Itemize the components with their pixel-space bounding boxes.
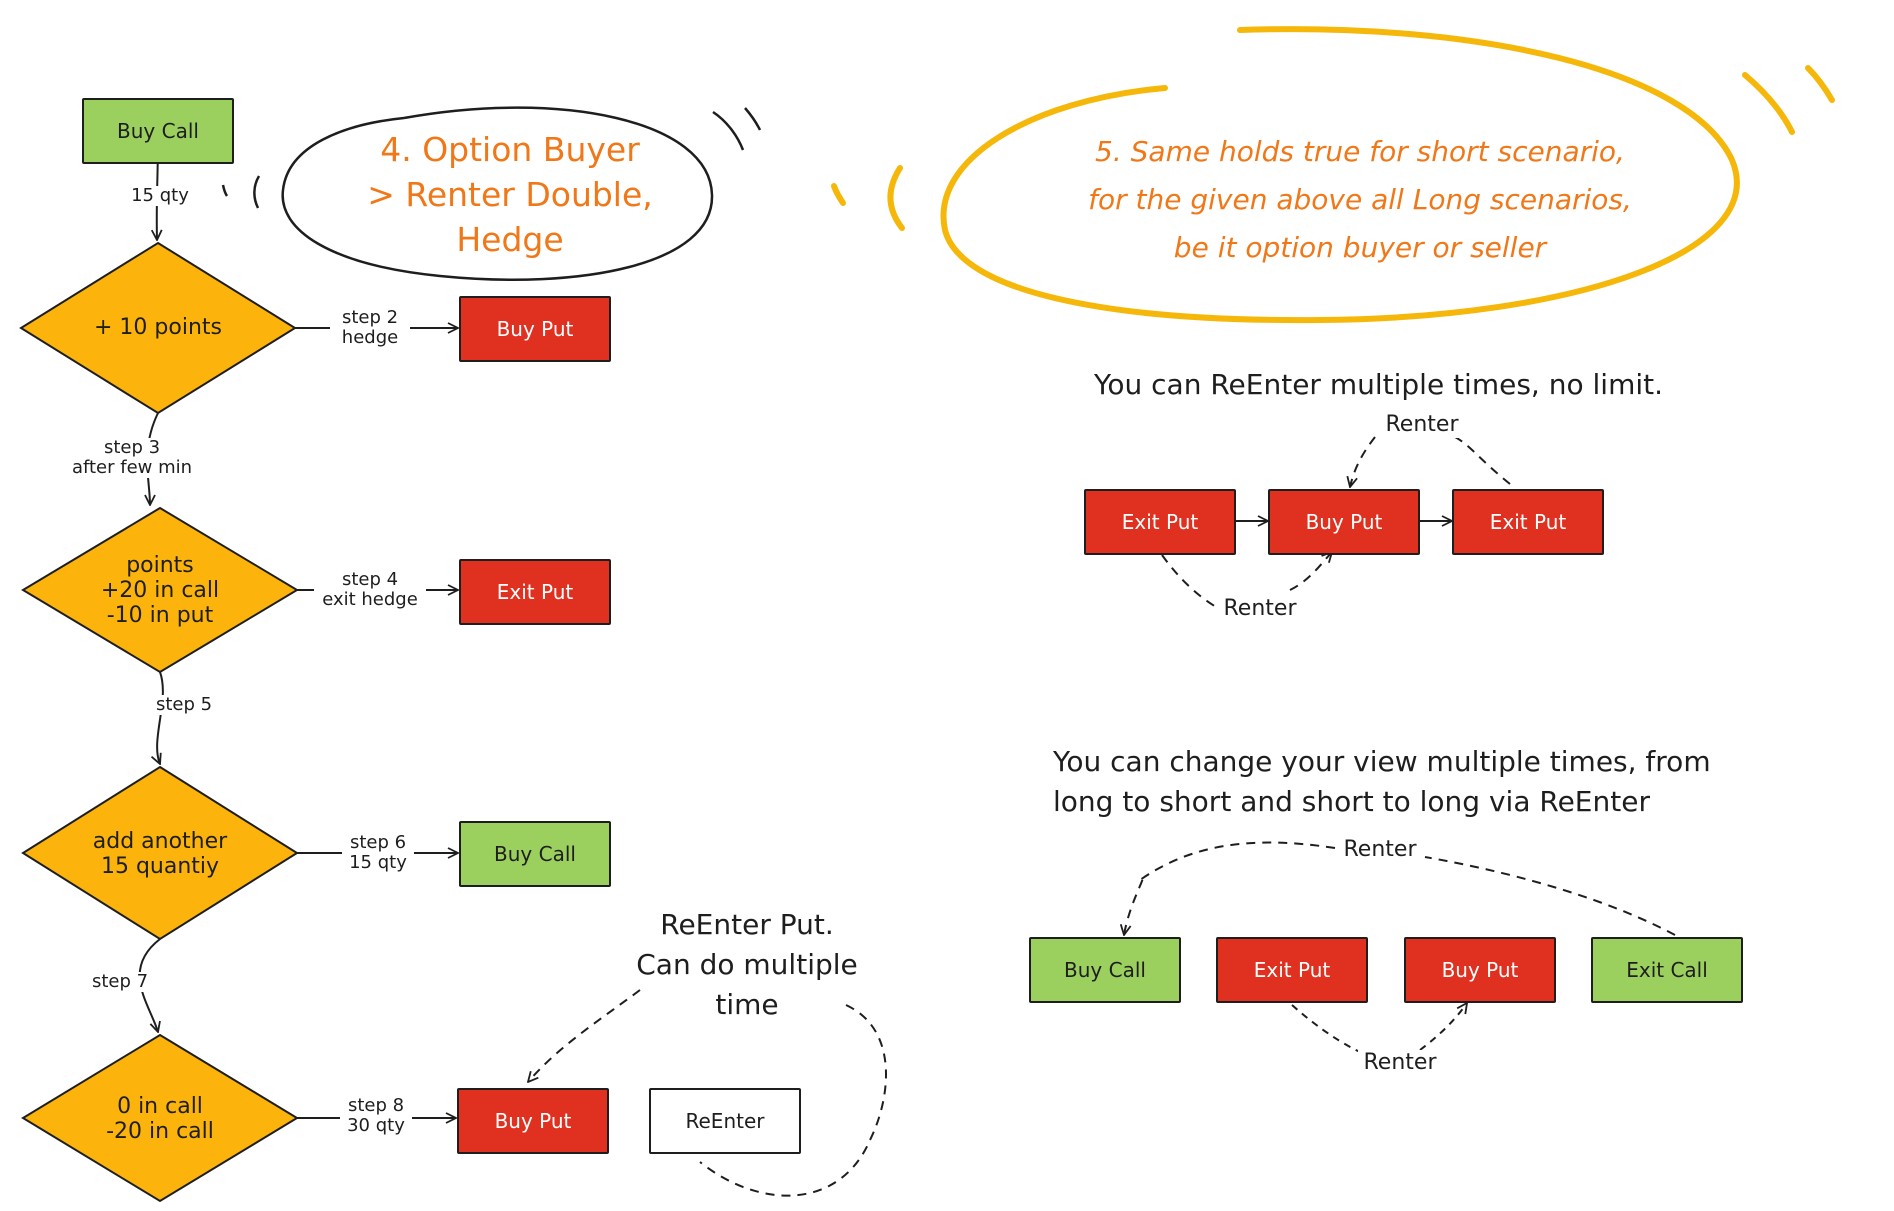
reenter-exit-put-box-2: Exit Put [1452,489,1604,555]
action-buy-call-box: Buy Call [459,821,611,887]
note4-accent-3 [221,184,229,197]
arrow-d2-to-d3 [157,671,164,764]
view-bottom-dashed [1291,1003,1467,1053]
step-3-label: step 3 after few min [64,438,200,478]
decision-diamond-4 [21,1033,299,1203]
view-buy-call-box: Buy Call [1029,937,1181,1003]
reenter-bottom-dashed [1161,552,1332,609]
start-buy-call-box: Buy Call [82,98,234,164]
view-section-title: You can change your view multiple times,… [1053,745,1711,818]
reenter-dashed-curve-to-buyput [528,989,641,1082]
view-exit-put-box: Exit Put [1216,937,1368,1003]
note-4-option-buyer: 4. Option Buyer > Renter Double, Hedge [367,130,653,259]
action-buy-put-final-box: Buy Put [457,1088,609,1154]
step-6-label: step 6 15 qty [342,833,414,873]
reenter-top-label: Renter [1380,412,1464,438]
note5-ellipse [940,26,1740,324]
note4-accent-2 [744,107,762,131]
step-4-label: step 4 exit hedge [314,570,426,610]
decision-1-text: + 10 points [94,315,222,340]
note4-accent-1 [712,110,745,151]
note5-accent-2 [1805,65,1835,103]
view-exit-call-box: Exit Call [1591,937,1743,1003]
view-top-label: Renter [1336,837,1424,863]
note5-accent-1 [1742,72,1795,135]
step-8-label: step 8 30 qty [340,1096,412,1136]
reenter-box: ReEnter [649,1088,801,1154]
note-5-short-scenario: 5. Same holds true for short scenario, f… [1088,135,1632,264]
step-2-label: step 2 hedge [330,308,410,348]
reenter-exit-put-box-1: Exit Put [1084,489,1236,555]
view-buy-put-box: Buy Put [1404,937,1556,1003]
decision-4-text: 0 in call -20 in call [106,1094,214,1144]
reenter-top-dashed [1350,436,1511,487]
note4-ellipse [281,106,714,281]
note4-accent-4 [253,175,261,209]
decision-3-text: add another 15 quantiy [92,829,228,879]
step-7-label: step 7 [88,972,152,992]
action-buy-put-box: Buy Put [459,296,611,362]
reenter-section-title: You can ReEnter multiple times, no limit… [1094,368,1663,401]
note5-accent-4 [831,183,846,206]
start-qty-label: 15 qty [128,186,192,206]
view-top-dashed [1124,841,1676,935]
action-exit-put-box: Exit Put [459,559,611,625]
step-5-label: step 5 [152,695,216,715]
reenter-bottom-label: Renter [1218,596,1302,622]
note5-accent-3 [887,165,905,231]
reenter-put-note: ReEnter Put. Can do multiple time [636,908,858,1021]
reenter-buy-put-box: Buy Put [1268,489,1420,555]
reenter-dashed-loop [699,1004,887,1197]
view-bottom-label: Renter [1358,1050,1442,1076]
decision-2-text: points +20 in call -10 in put [100,553,220,628]
